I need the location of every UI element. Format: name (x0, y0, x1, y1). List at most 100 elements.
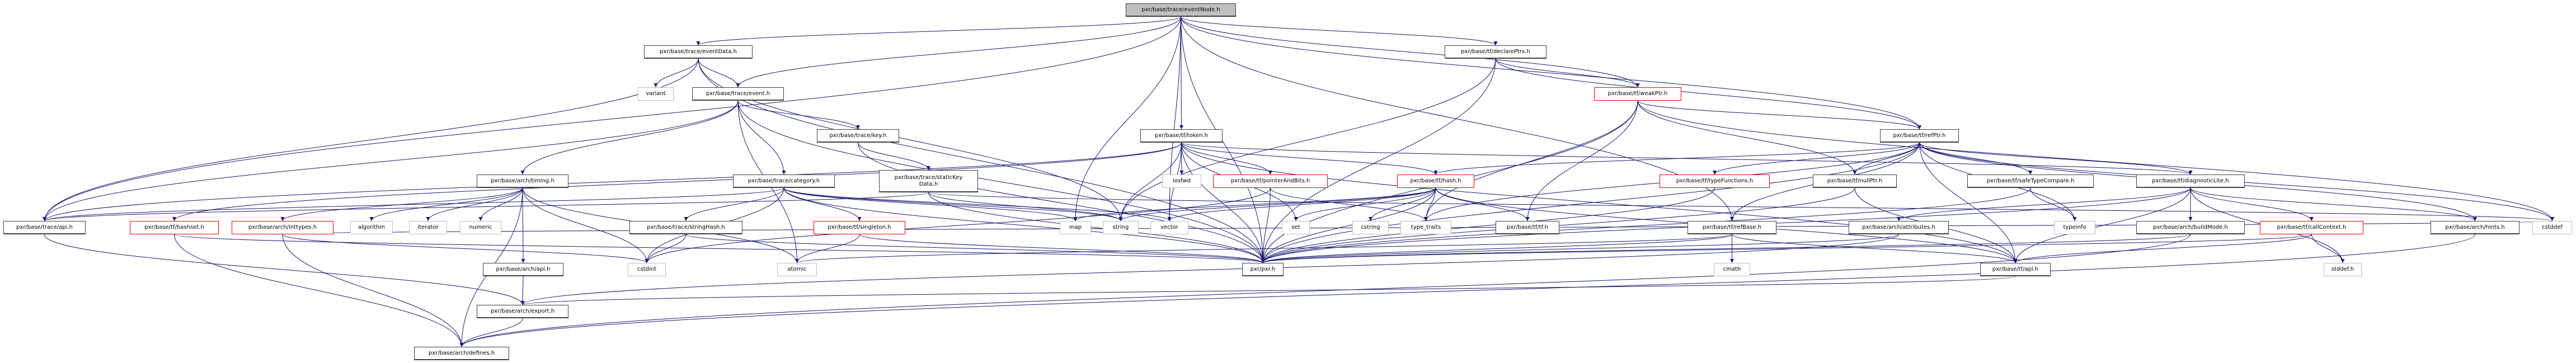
edge-inttypes-to-defines (282, 234, 464, 347)
edge-declarePtrs-to-refPtr (1495, 58, 1921, 130)
node-type-traits[interactable]: type_traits (1400, 221, 1451, 234)
edge-buildMode-to-defines (459, 234, 2191, 347)
node-hashset[interactable]: pxr/base/tf/hashset.h (130, 221, 219, 234)
node-cmath[interactable]: cmath (1714, 263, 1750, 276)
edge-category-to-traceApi (43, 187, 784, 221)
edge-key-to-staticKeyData (858, 142, 930, 171)
node-defines[interactable]: pxr/base/arch/defines.h (414, 347, 509, 360)
node-pxr[interactable]: pxr/pxr.h (1242, 263, 1284, 276)
edge-timing-to-iterator (426, 187, 523, 221)
edge-singleton-to-pxr (859, 234, 1265, 263)
edge-token-to-pointerAndBits (1181, 142, 1272, 175)
node-declarePtrs[interactable]: pxr/base/tf/declarePtrs.h (1445, 45, 1546, 59)
edge-event-to-category (737, 100, 786, 175)
node-hash[interactable]: pxr/base/tf/hash.h (1397, 175, 1474, 188)
edge-key-to-pxr (858, 142, 1265, 263)
node-nullPtr[interactable]: pxr/base/tf/nullPtr.h (1813, 175, 1897, 188)
node-eventNode[interactable]: pxr/base/trace/eventNode.h (1126, 3, 1236, 17)
node-timing[interactable]: pxr/base/arch/timing.h (477, 175, 568, 188)
edge-refPtr-to-nullPtr (1853, 142, 1920, 175)
edge-timing-to-inttypes (280, 187, 523, 221)
edge-safeTypeCompare-to-pxr (1261, 187, 2031, 263)
edge-refPtr-to-pxr (1261, 142, 1920, 263)
edge-hints-to-defines (459, 234, 2475, 347)
edge-token-to-string (1118, 142, 1182, 221)
node-cstdint[interactable]: cstdint (628, 263, 666, 276)
node-diagnosticLite[interactable]: pxr/base/tf/diagnosticLite.h (2136, 175, 2245, 188)
node-numeric[interactable]: numeric (460, 221, 501, 234)
node-vector[interactable]: vector (1150, 221, 1188, 234)
node-weakPtr[interactable]: pxr/base/tf/weakPtr.h (1594, 87, 1681, 101)
node-tfApi[interactable]: pxr/base/tf/api.h (1980, 263, 2051, 276)
node-attributes[interactable]: pxr/base/arch/attributes.h (1849, 221, 1949, 234)
edge-refPtr-to-diagnosticLite (1919, 142, 2193, 175)
edge-callContext-to-pxr (1261, 234, 2312, 263)
node-atomic[interactable]: atomic (777, 263, 817, 276)
node-category[interactable]: pxr/base/trace/category.h (733, 175, 835, 188)
edge-hash-to-string (1118, 187, 1436, 221)
node-staticKeyData[interactable]: pxr/base/trace/staticKey Data.h (879, 170, 978, 192)
edge-diagnosticLite-to-callContext (2190, 187, 2314, 221)
node-tf[interactable]: pxr/base/tf/tf.h (1496, 221, 1559, 234)
edge-attributes-to-pxr (1261, 234, 1899, 263)
node-callContext[interactable]: pxr/base/tf/callContext.h (2260, 221, 2363, 234)
node-set[interactable]: set (1282, 221, 1310, 234)
node-map[interactable]: map (1060, 221, 1091, 234)
node-variant[interactable]: variant (638, 87, 674, 101)
edge-token-to-hashset (172, 142, 1182, 221)
edge-event-to-traceApi (43, 100, 739, 221)
node-export[interactable]: pxr/base/arch/export.h (477, 305, 568, 318)
node-refBase[interactable]: pxr/base/tf/refBase.h (1687, 221, 1776, 234)
edge-weakPtr-to-nullPtr (1637, 100, 1857, 175)
edge-weakPtr-to-cstddef (1637, 100, 2554, 221)
node-iosfwd[interactable]: iosfwd (1162, 175, 1201, 188)
node-cstring[interactable]: cstring (1352, 221, 1389, 234)
edge-safeTypeCompare-to-typeinfo (2030, 187, 2077, 221)
node-safeTypeCompare[interactable]: pxr/base/tf/safeTypeCompare.h (1967, 175, 2094, 188)
edge-eventData-to-string (698, 58, 1123, 221)
node-singleton[interactable]: pxr/base/tf/singleton.h (814, 221, 905, 234)
edge-eventNode-to-map (1073, 16, 1181, 221)
node-typeinfo[interactable]: typeinfo (2054, 221, 2095, 234)
edge-timing-to-numeric (478, 187, 523, 221)
node-traceApi[interactable]: pxr/base/trace/api.h (3, 221, 86, 234)
edge-hash-to-set (1294, 187, 1436, 221)
node-buildMode[interactable]: pxr/base/arch/buildMode.h (2136, 221, 2245, 234)
node-eventData[interactable]: pxr/base/trace/eventData.h (644, 45, 753, 59)
edge-weakPtr-to-refPtr (1637, 100, 1921, 130)
node-key[interactable]: pxr/base/trace/key.h (817, 129, 899, 143)
edge-tfApi-to-export (521, 276, 2016, 305)
edge-buildMode-to-pxr (1261, 234, 2191, 263)
node-iterator[interactable]: iterator (409, 221, 447, 234)
edge-callContext-to-tfApi (2013, 234, 2312, 263)
edge-refPtr-to-hash (1433, 142, 1920, 175)
edge-event-to-key (737, 100, 860, 130)
node-cstddef[interactable]: cstddef (2532, 221, 2572, 234)
edge-hash-to-type_traits (1424, 187, 1436, 221)
node-hints[interactable]: pxr/base/arch/hints.h (2431, 221, 2519, 234)
edge-staticKeyData-to-traceApi (43, 192, 929, 221)
edge-stringHash-to-pxr (685, 234, 1265, 263)
edge-eventNode-to-refPtr (1181, 16, 1921, 130)
edge-hashset-to-pxr (174, 234, 1265, 263)
node-pointerAndBits[interactable]: pxr/base/tf/pointerAndBits.h (1213, 175, 1328, 188)
node-typeFunctions[interactable]: pxr/base/tf/typeFunctions.h (1660, 175, 1770, 188)
edge-stringHash-to-cstdint (645, 234, 687, 263)
node-archApi[interactable]: pxr/base/arch/api.h (483, 263, 563, 276)
edge-eventNode-to-traceApi (43, 16, 1181, 221)
node-stddef[interactable]: stddef.h (2324, 263, 2362, 276)
node-algorithm[interactable]: algorithm (350, 221, 393, 234)
edge-diagnosticLite-to-attributes (1897, 187, 2191, 221)
node-inttypes[interactable]: pxr/base/arch/inttypes.h (232, 221, 333, 234)
node-event[interactable]: pxr/base/trace/event.h (692, 87, 784, 101)
edge-eventNode-to-event (736, 16, 1181, 88)
edge-export-to-defines (459, 318, 523, 347)
node-string[interactable]: string (1103, 221, 1139, 234)
edge-diagnosticLite-to-hints (2190, 187, 2477, 221)
node-token[interactable]: pxr/base/tf/token.h (1140, 129, 1223, 143)
node-refPtr[interactable]: pxr/base/tf/refPtr.h (1880, 129, 1959, 143)
node-stringHash[interactable]: pxr/base/trace/stringHash.h (629, 221, 742, 234)
edge-weakPtr-to-type_traits (1424, 100, 1638, 221)
